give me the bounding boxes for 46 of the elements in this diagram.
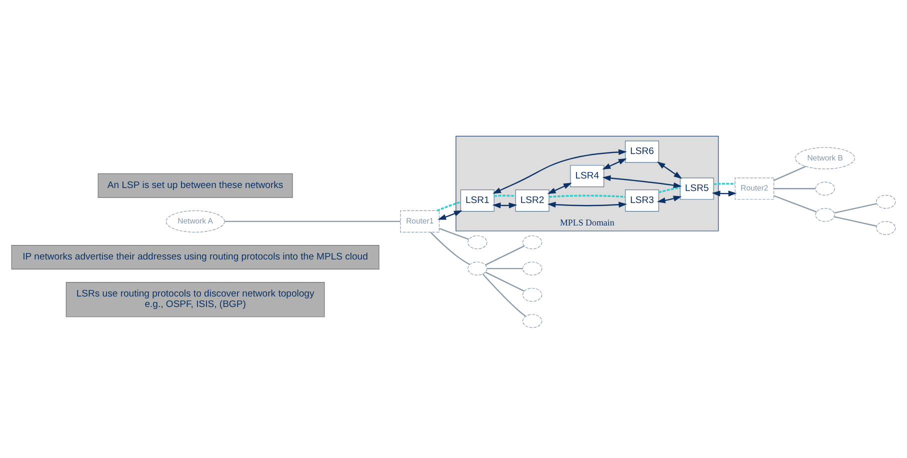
node-cloud bbox=[876, 220, 896, 234]
node-cloud bbox=[468, 261, 488, 275]
connector bbox=[774, 188, 816, 189]
connector bbox=[430, 231, 470, 265]
connector bbox=[658, 186, 680, 193]
node-box: LSR4 bbox=[570, 164, 604, 187]
node-box: LSRs use routing protocols to discover network topology e.g., OSPF, ISIS, (BGP) bbox=[66, 281, 325, 317]
node-cloud bbox=[876, 194, 896, 208]
arrow bbox=[656, 195, 682, 203]
arrow bbox=[492, 202, 518, 208]
connector bbox=[834, 216, 877, 226]
connector bbox=[774, 165, 806, 180]
node-box: LSR6 bbox=[625, 140, 660, 162]
node-cloud bbox=[522, 287, 542, 302]
arrow bbox=[656, 161, 682, 178]
connector bbox=[439, 227, 469, 240]
node-box: An LSP is set up between these networks bbox=[98, 172, 293, 198]
arrow bbox=[547, 201, 628, 208]
node-box: LSR2 bbox=[515, 189, 550, 212]
arrow bbox=[547, 182, 572, 194]
node-box: LSR5 bbox=[680, 177, 714, 200]
connector bbox=[485, 271, 525, 292]
connector bbox=[774, 194, 817, 212]
arrow bbox=[712, 190, 737, 196]
node-box: LSR1 bbox=[460, 189, 494, 212]
connector bbox=[834, 202, 877, 214]
connector bbox=[487, 267, 523, 269]
node-cloud bbox=[522, 261, 542, 275]
arrow bbox=[492, 148, 627, 194]
arrow bbox=[602, 158, 627, 170]
node-cloud bbox=[522, 314, 542, 328]
connector bbox=[549, 194, 626, 198]
arrow bbox=[438, 210, 462, 220]
node-cloud bbox=[815, 181, 835, 195]
connector bbox=[224, 220, 400, 222]
node-cloud bbox=[815, 208, 835, 222]
connector bbox=[485, 244, 525, 265]
node-cloud bbox=[468, 234, 488, 249]
node-box: LSR3 bbox=[625, 189, 660, 212]
connector bbox=[436, 200, 461, 212]
node-box: IP networks advertise their addresses using routing protocols into the MPLS cloud bbox=[11, 244, 380, 269]
connector bbox=[714, 182, 735, 185]
connector bbox=[494, 194, 516, 196]
arrow bbox=[602, 174, 682, 188]
node-cloud bbox=[522, 234, 542, 249]
connector bbox=[482, 273, 526, 316]
